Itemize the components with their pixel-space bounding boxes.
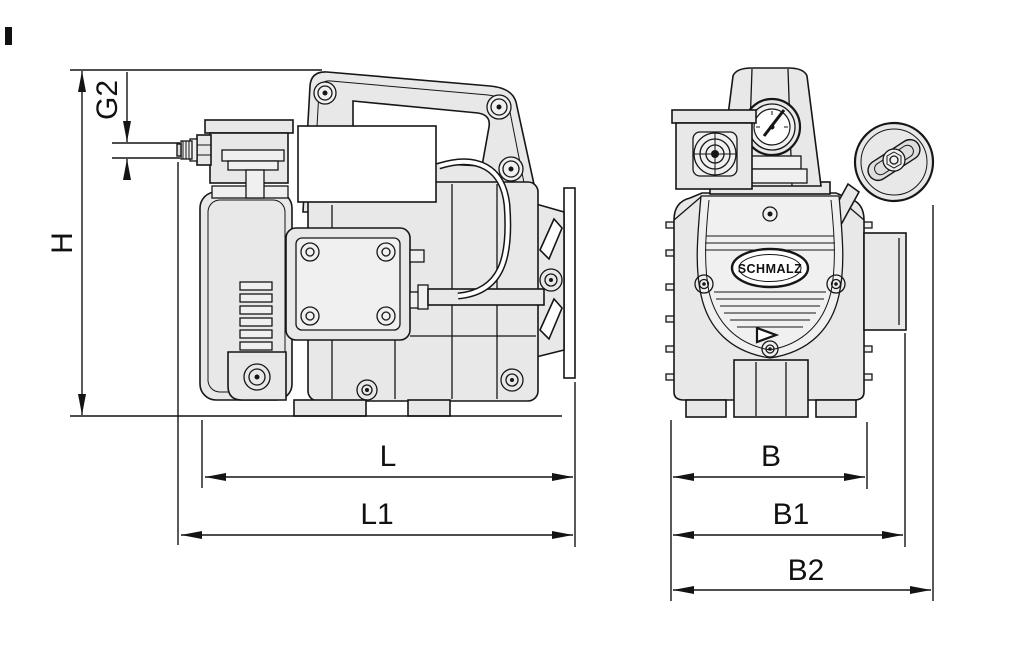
dim-G2: G2 xyxy=(91,72,180,180)
dim-label-B2: B2 xyxy=(788,554,825,587)
dim-B1: B1 xyxy=(673,498,903,539)
electrical-box xyxy=(297,125,437,203)
dim-label-B: B xyxy=(761,440,781,473)
rotary-knob xyxy=(853,121,935,203)
dim-B: B xyxy=(673,440,865,481)
vent-bracket xyxy=(535,202,565,359)
dim-L1: L1 xyxy=(181,498,573,539)
vacuum-port-block xyxy=(204,119,331,199)
vent-slot xyxy=(539,297,563,341)
capacitor-box xyxy=(863,232,907,331)
front-port-box xyxy=(671,109,757,190)
schmalz-badge: SCHMALZ xyxy=(730,247,810,289)
scan-artifact xyxy=(5,27,12,45)
dim-label-B1: B1 xyxy=(773,498,810,531)
exhaust-hose xyxy=(437,158,512,300)
front-view: SCHMALZ xyxy=(665,67,935,418)
dim-label-L: L xyxy=(380,440,397,473)
vent-slot xyxy=(539,217,563,261)
threaded-fitting xyxy=(176,134,212,166)
dim-H: H xyxy=(46,71,86,415)
dim-label-H: H xyxy=(46,232,79,254)
brand-label: SCHMALZ xyxy=(738,262,803,276)
front-feet xyxy=(685,359,857,418)
vacuum-gauge xyxy=(742,97,802,157)
dim-B2: B2 xyxy=(673,554,931,594)
gauge-needle xyxy=(762,109,786,137)
direction-triangle-icon xyxy=(755,326,780,344)
dim-label-L1: L1 xyxy=(360,498,393,531)
side-feet xyxy=(293,368,524,417)
cover-screws xyxy=(694,206,846,358)
side-view xyxy=(176,71,576,417)
dimensions: H G2 L L1 B B1 xyxy=(46,69,934,601)
front-foot xyxy=(227,351,287,401)
dim-label-G2: G2 xyxy=(91,80,124,120)
handle-screws xyxy=(313,81,524,182)
terminal-box xyxy=(285,227,425,341)
rear-plate xyxy=(563,187,576,379)
dim-L: L xyxy=(205,440,573,481)
pump-cover xyxy=(199,185,293,401)
